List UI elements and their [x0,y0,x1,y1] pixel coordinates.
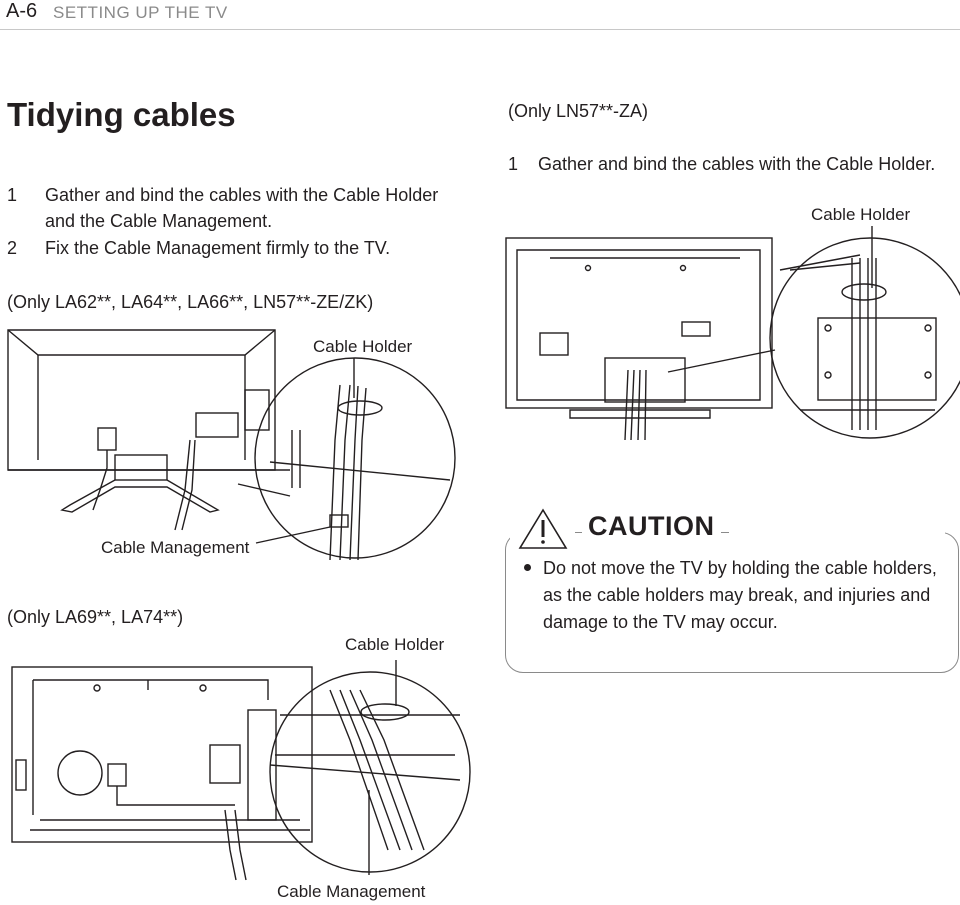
page-title: Tidying cables [7,96,236,133]
step-2: 2 Fix the Cable Management firmly to the… [7,235,467,261]
label-cable-management-1: Cable Management [101,538,250,557]
step-number: 1 [7,185,18,205]
step-text: Fix the Cable Management firmly to the T… [45,238,391,258]
tv-back-illustration-1 [7,329,290,531]
section-title: SETTING UP THE TV [53,3,228,22]
model-note-la69: (Only LA69**, LA74**) [7,607,184,627]
step-right-1: 1 Gather and bind the cables with the Ca… [508,151,948,203]
step-number: 1 [508,154,519,174]
step-text: Gather and bind the cables with the Cabl… [45,185,439,231]
label-cable-management-2: Cable Management [277,882,426,901]
bullet-icon [524,564,531,571]
step-1: 1 Gather and bind the cables with the Ca… [7,182,467,234]
caution-text: Do not move the TV by holding the cable … [543,558,937,632]
tv-back-illustration-3 [505,237,773,441]
label-cable-holder-2: Cable Holder [345,635,445,654]
caution-title: CAUTION [582,511,721,542]
zoom-circle-2 [269,671,471,873]
step-text: Gather and bind the cables with the Cabl… [538,154,936,174]
zoom-circle-3 [769,237,960,439]
label-cable-holder-3: Cable Holder [811,205,911,224]
model-note-ln57za: (Only LN57**-ZA) [508,101,649,121]
zoom-circle-1 [254,357,456,561]
page-number: A-6 [6,0,38,22]
header-rule [0,29,960,30]
step-number: 2 [7,238,18,258]
model-note-la62: (Only LA62**, LA64**, LA66**, LN57**-ZE/… [7,292,374,312]
label-cable-holder-1: Cable Holder [313,337,413,356]
